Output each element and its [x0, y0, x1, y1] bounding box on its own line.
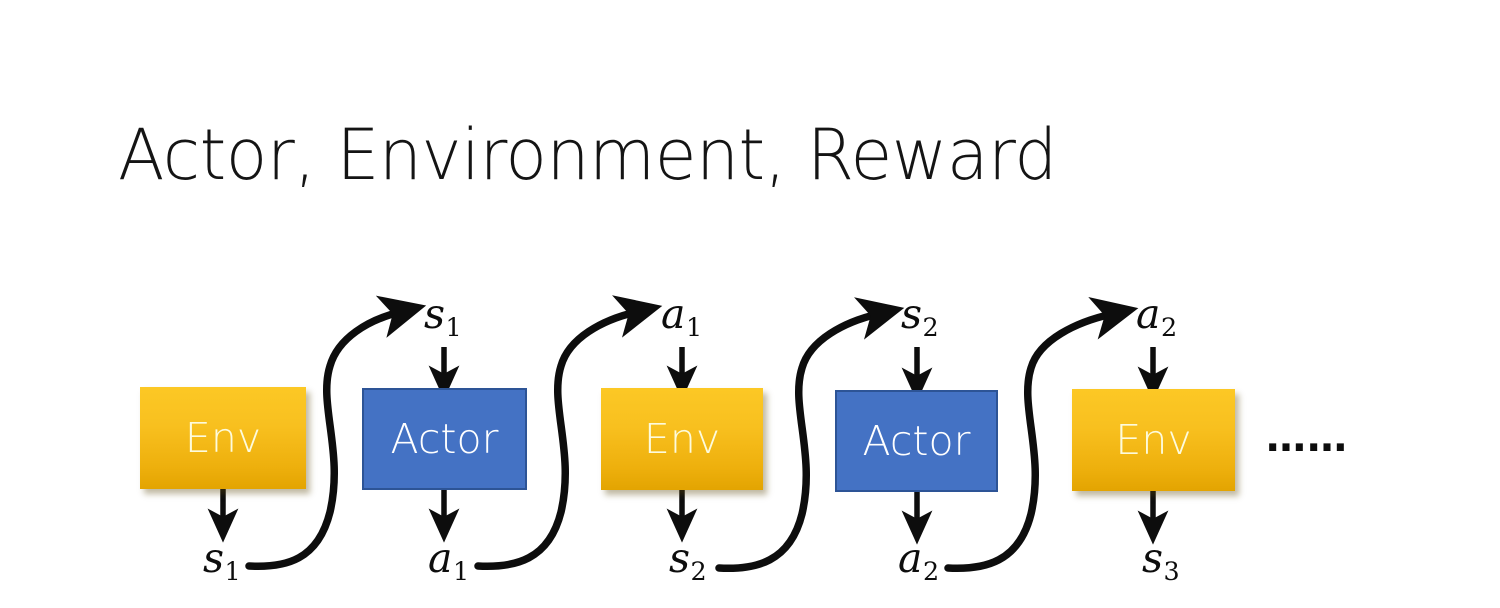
subscript: 2 — [1160, 312, 1178, 343]
label-top-a1: a1 — [661, 294, 702, 340]
subscript: 2 — [922, 556, 940, 587]
symbol: a — [1136, 290, 1161, 338]
symbol: s — [1142, 534, 1164, 582]
label-top-s2: s2 — [901, 294, 939, 340]
symbol: a — [428, 534, 453, 582]
label-top-s1: s1 — [424, 294, 462, 340]
node-env-3[interactable]: Env — [1072, 389, 1235, 491]
label-bottom-s2: s2 — [669, 538, 707, 584]
node-actor-2[interactable]: Actor — [835, 390, 998, 492]
arrows-into-nodes — [428, 347, 1169, 402]
trailing-ellipsis: …… — [1266, 415, 1348, 461]
subscript: 1 — [224, 556, 241, 587]
label-bottom-s1: s1 — [203, 538, 241, 584]
subscript: 3 — [1163, 556, 1180, 587]
node-label: Actor — [390, 414, 499, 463]
node-label: Actor — [862, 416, 971, 465]
label-bottom-s3: s3 — [1142, 538, 1180, 584]
node-label: Env — [184, 413, 262, 462]
subscript: 2 — [922, 312, 939, 343]
symbol: s — [901, 290, 923, 338]
subscript: 1 — [685, 312, 703, 343]
label-top-a2: a2 — [1136, 294, 1177, 340]
node-label: Env — [1115, 415, 1192, 464]
symbol: a — [898, 534, 923, 582]
arrows-out-of-nodes — [207, 489, 1169, 545]
symbol: s — [203, 534, 225, 582]
subscript: 2 — [690, 556, 707, 587]
symbol: s — [424, 290, 446, 338]
node-actor-1[interactable]: Actor — [362, 388, 527, 490]
node-label: Env — [643, 414, 721, 463]
label-bottom-a2: a2 — [898, 538, 939, 584]
page-title: Actor, Environment, Reward — [118, 114, 1057, 196]
symbol: a — [661, 290, 686, 338]
node-env-1[interactable]: Env — [140, 387, 306, 489]
node-env-2[interactable]: Env — [601, 388, 763, 490]
subscript: 1 — [452, 556, 470, 587]
symbol: s — [669, 534, 691, 582]
subscript: 1 — [445, 312, 462, 343]
label-bottom-a1: a1 — [428, 538, 469, 584]
